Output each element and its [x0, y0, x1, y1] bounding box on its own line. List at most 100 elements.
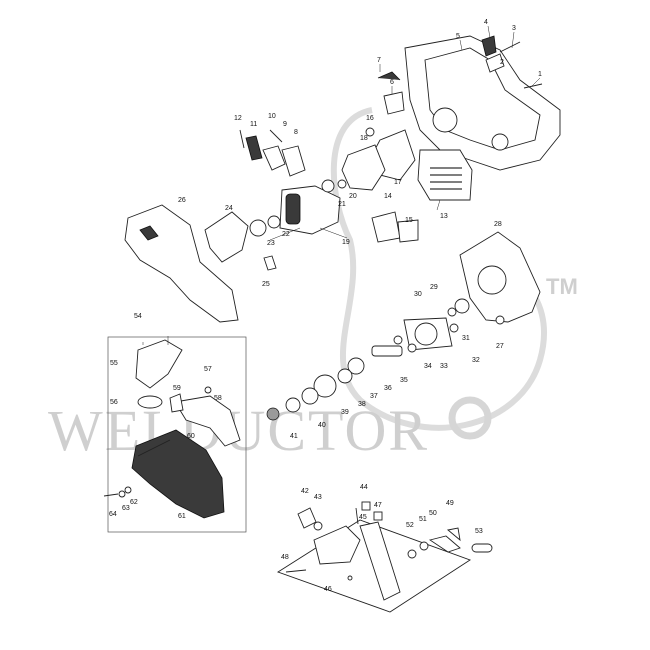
callout-57: 57: [204, 366, 212, 373]
callout-40: 40: [318, 422, 326, 429]
callout-25: 25: [262, 281, 270, 288]
callout-34: 34: [424, 363, 432, 370]
lead-wire: [377, 71, 401, 81]
callout-7: 7: [377, 57, 381, 64]
ring-20: [337, 179, 347, 189]
callout-29: 29: [430, 284, 438, 291]
switch-unit: [371, 211, 401, 243]
callout-11: 11: [250, 121, 257, 128]
blade-guard-61: [131, 429, 225, 519]
brush-holder: [383, 91, 405, 115]
ring-37: [337, 368, 353, 384]
housing-boss: [432, 107, 458, 133]
bevel-bracket: [313, 525, 361, 565]
spring-10: [269, 129, 283, 143]
ring-34: [407, 343, 417, 353]
watermark: WELDUCTOR TM: [48, 107, 578, 463]
pin-25: [263, 255, 277, 271]
callout-44: 44: [360, 484, 368, 491]
callout-30: 30: [414, 291, 422, 298]
handle-assembly: [124, 204, 277, 323]
bearing-22: [267, 215, 281, 229]
heat-sink-fins: [430, 167, 462, 190]
callout-16: 16: [366, 115, 374, 122]
switch-lever: [397, 219, 419, 243]
spring-12: [239, 129, 245, 149]
brush-holder-8: [281, 145, 306, 177]
callout-46: 46: [324, 586, 332, 593]
ring-29: [447, 307, 457, 317]
callout-17: 17: [394, 179, 402, 186]
washer-23: [249, 219, 267, 237]
callout-60: 60: [187, 433, 195, 440]
washer-62: [124, 486, 132, 494]
callout-38: 38: [358, 401, 366, 408]
callout-32: 32: [472, 357, 480, 364]
callout-14: 14: [384, 193, 392, 200]
callout-37: 37: [370, 393, 378, 400]
callout-54: 54: [134, 313, 142, 320]
callout-48: 48: [281, 554, 289, 561]
callout-10: 10: [268, 113, 276, 120]
washer-43: [313, 521, 323, 531]
callout-18: 18: [360, 135, 368, 142]
screw-48: [285, 569, 307, 573]
callout-36: 36: [384, 385, 392, 392]
callout-50: 50: [429, 510, 437, 517]
callout-26: 26: [178, 197, 186, 204]
trigger-plate: [204, 211, 249, 263]
leader-lines: [142, 25, 541, 345]
lever-42: [297, 507, 317, 529]
callout-15: 15: [405, 217, 413, 224]
callout-19: 19: [342, 239, 350, 246]
callout-4: 4: [484, 19, 488, 26]
callout-63: 63: [122, 505, 130, 512]
ring-31: [449, 323, 459, 333]
bearing-21: [321, 179, 335, 193]
flange-38: [313, 374, 337, 398]
rivet-46: [347, 575, 353, 581]
guard-assembly-frame: [107, 336, 247, 533]
screw-2: [523, 83, 543, 89]
callout-39: 39: [341, 409, 349, 416]
watermark-tm: TM: [546, 274, 578, 299]
callout-47: 47: [374, 502, 382, 509]
brush-8: [262, 145, 286, 171]
callout-8: 8: [294, 129, 298, 136]
callout-31: 31: [462, 335, 470, 342]
guard-cover-58: [174, 395, 241, 447]
callout-21: 21: [338, 201, 346, 208]
callout-49: 49: [446, 500, 454, 507]
callout-52: 52: [406, 522, 414, 529]
depth-guide: [359, 521, 401, 601]
nut-44: [361, 501, 371, 511]
callout-33: 33: [440, 363, 448, 370]
callout-13: 13: [440, 213, 448, 220]
callout-64: 64: [109, 511, 117, 518]
washer-63: [118, 490, 126, 498]
knob-53: [471, 543, 493, 553]
callout-2: 2: [500, 59, 504, 66]
callout-59: 59: [173, 385, 181, 392]
brush-11: [245, 135, 263, 161]
guard-edge: [137, 439, 171, 457]
callout-58: 58: [214, 395, 222, 402]
label-plate: [485, 53, 505, 73]
callout-28: 28: [494, 221, 502, 228]
guard-assembly: [103, 339, 241, 519]
nut-47: [373, 511, 383, 521]
dust-nozzle-55: [135, 339, 183, 389]
callout-3: 3: [512, 25, 516, 32]
gear-housing-bore: [477, 265, 507, 295]
base-assembly: [276, 501, 493, 613]
callout-12: 12: [234, 115, 242, 122]
handle-grip-detail: [139, 225, 159, 241]
callout-5: 5: [456, 33, 460, 40]
callout-42: 42: [301, 488, 309, 495]
callout-labels: 1 2 3 4 5 6 7 8 9 10 11 12 13 14 15 16 1…: [109, 19, 542, 593]
bolt-64: [103, 493, 119, 497]
callout-6: 6: [390, 79, 394, 86]
commutator: [285, 193, 301, 225]
callout-55: 55: [110, 360, 118, 367]
